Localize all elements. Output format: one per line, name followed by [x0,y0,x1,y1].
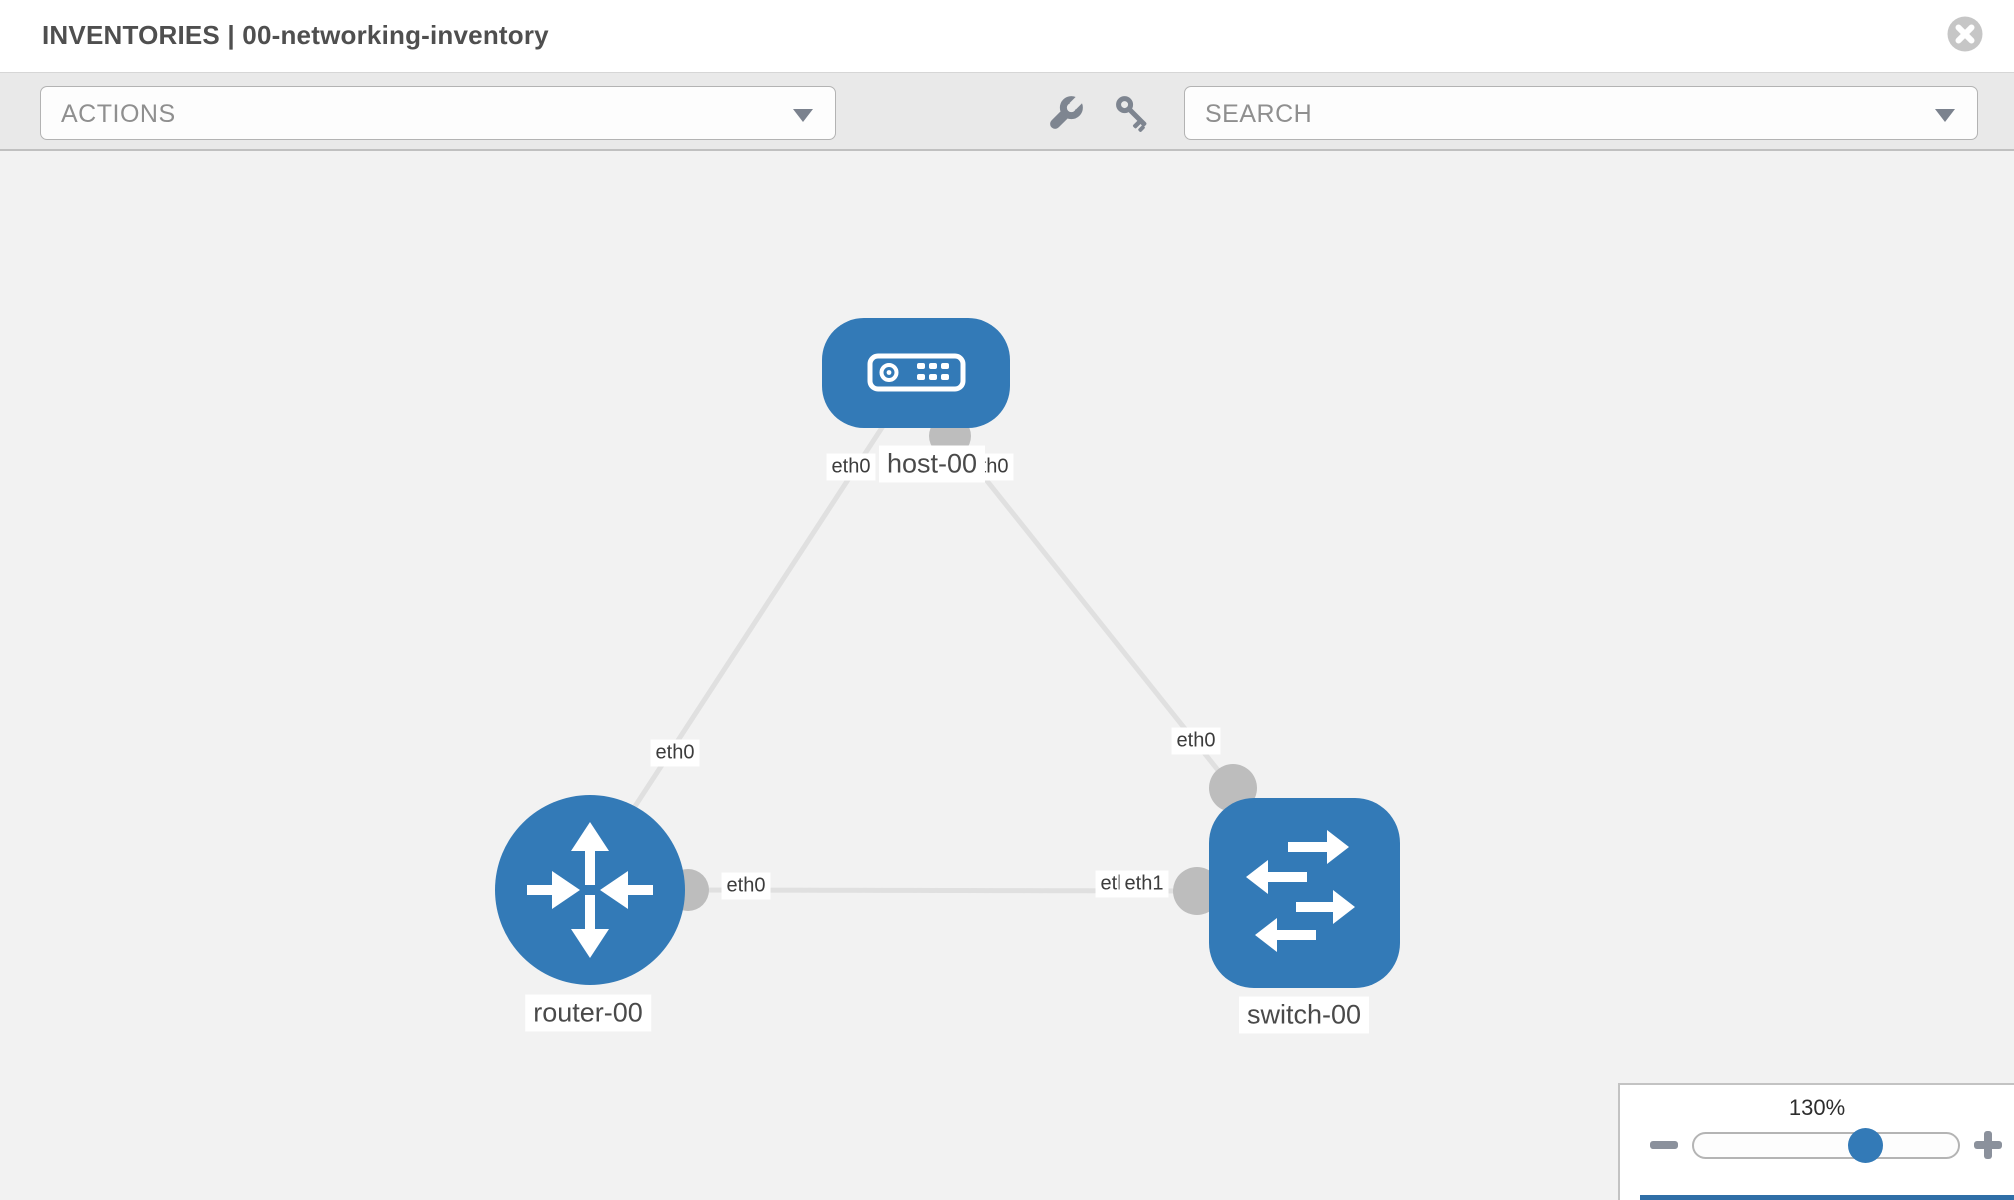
zoom-slider-thumb[interactable] [1848,1128,1883,1163]
search-dropdown-label: SEARCH [1205,100,1313,128]
minus-icon [1650,1141,1678,1149]
key-icon [1116,96,1147,132]
switch-icon [1246,830,1355,952]
actions-dropdown-label: ACTIONS [61,100,176,128]
page-title: INVENTORIES | 00-networking-inventory [42,20,549,50]
search-dropdown[interactable]: SEARCH [1184,86,1978,140]
node-switch[interactable] [1209,798,1400,988]
plus-icon-vbar [1984,1131,1992,1159]
key-panel-strip[interactable] [1640,1195,2014,1200]
zoom-panel: 130% [1618,1083,2014,1200]
tools-button[interactable] [1044,92,1086,134]
actions-dropdown[interactable]: ACTIONS [40,86,836,140]
topology-graph [495,318,1400,988]
close-button[interactable] [1947,16,1983,52]
edge-label-switch-upper: eth0 [1171,727,1221,755]
zoom-slider-track[interactable] [1692,1128,1960,1163]
zoom-level-value: 130% [1788,1095,1846,1120]
toolbar: ACTIONS SEARCH [0,72,2014,151]
close-icon [1947,16,1983,52]
credentials-button[interactable] [1112,92,1154,134]
node-label-switch[interactable]: switch-00 [1238,996,1370,1034]
topology-canvas[interactable] [0,151,2014,1200]
edge-label-host-left: eth0 [826,453,876,481]
router-icon [527,822,653,958]
wrench-icon [1050,94,1085,129]
node-router[interactable] [495,795,685,985]
edge-label-router-upper: eth0 [650,739,700,767]
zoom-in-button[interactable] [1973,1127,2003,1159]
header: INVENTORIES | 00-networking-inventory [0,0,2014,72]
edge-label-router-horizontal: eth0 [721,872,771,900]
node-label-host[interactable]: host-00 [878,445,986,483]
node-host[interactable] [822,318,1010,428]
chevron-down-icon [793,109,813,122]
chevron-down-icon [1935,109,1955,122]
node-label-router[interactable]: router-00 [525,994,651,1032]
edge-label-switch-horizontal-eth1: eth1 [1119,870,1169,898]
host-icon [867,353,966,392]
zoom-out-button[interactable] [1649,1127,1679,1159]
